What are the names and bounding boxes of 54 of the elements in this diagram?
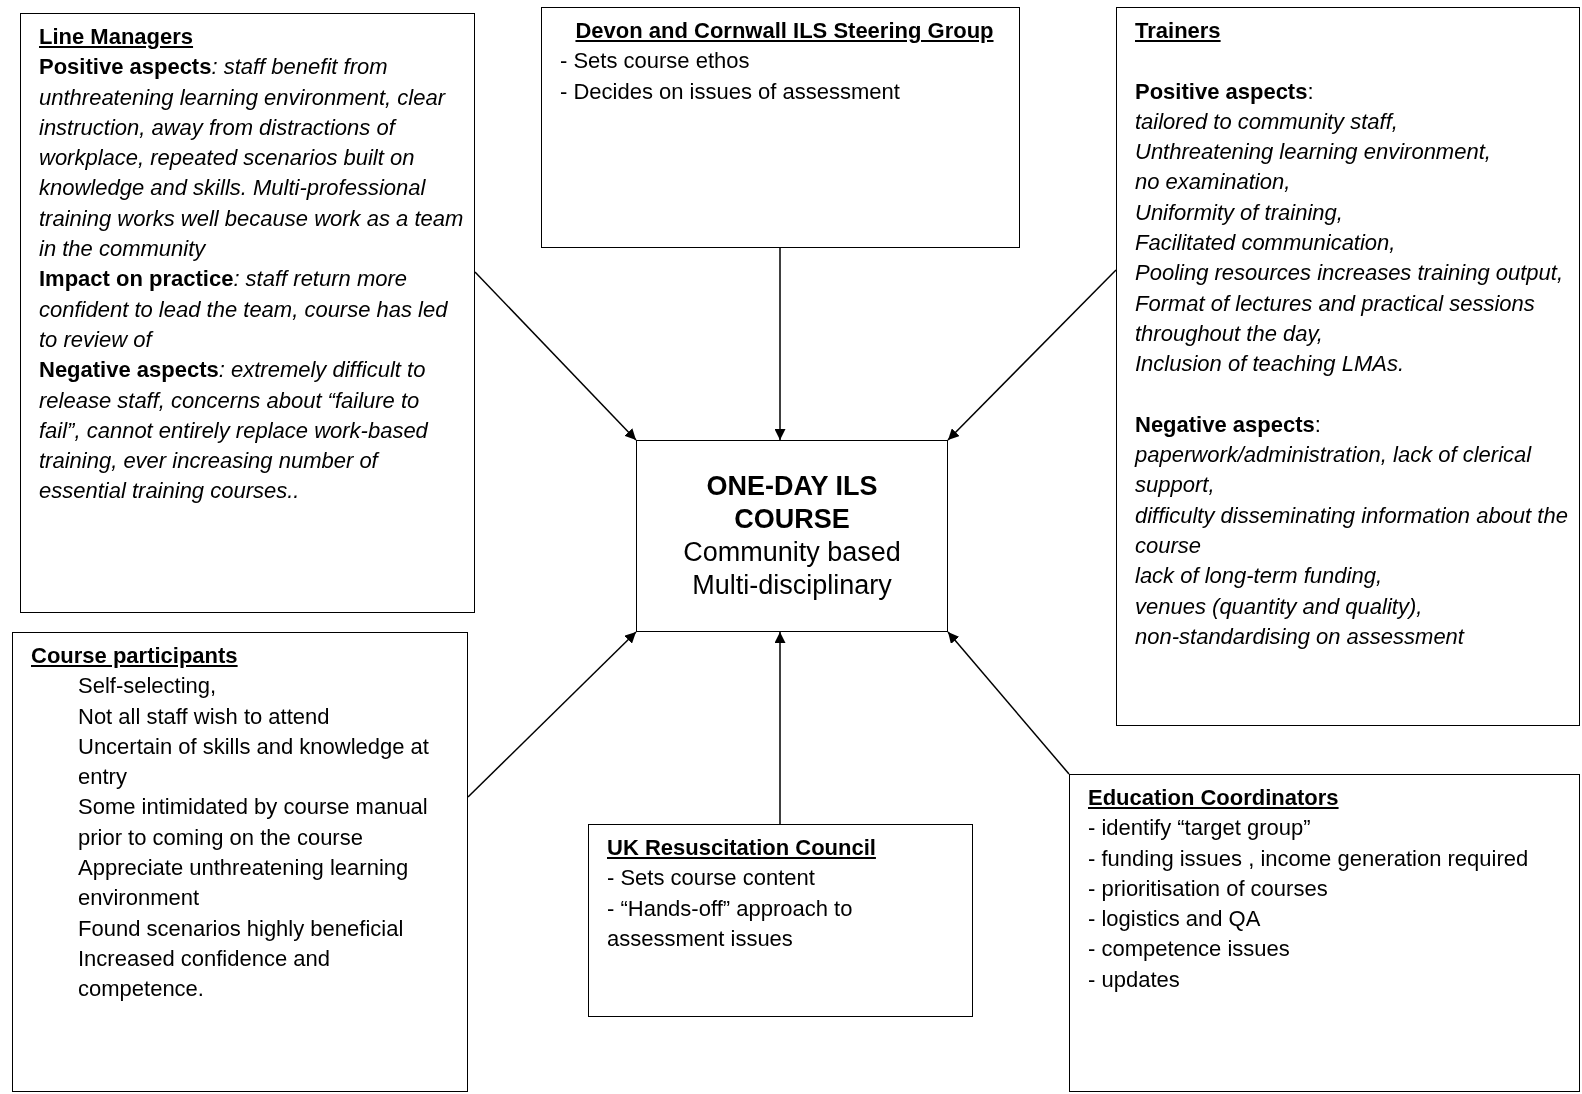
course-title: Community based Multi-disciplinary [682, 536, 902, 602]
course-title: ONE-DAY ILS COURSE [705, 470, 879, 536]
box-heading: Education Coordinators [1088, 784, 1340, 812]
box-text: Some intimidated by course manual prior to coming on the course [77, 793, 429, 852]
box-text: Unthreatening learning environment, [1135, 138, 1492, 167]
arrow [947, 269, 1117, 441]
box-text: - competence issues [1088, 935, 1291, 964]
box-heading: Devon and Cornwall ILS Steering Group [574, 17, 995, 45]
box-text: lack of long-term funding, [1135, 562, 1384, 591]
text-box [636, 440, 948, 632]
arrow [474, 271, 637, 441]
box-heading: UK Resuscitation Council [607, 834, 877, 862]
box-text: - Sets course content [607, 864, 816, 893]
box-text: - “Hands-off” approach to assessment issues [607, 894, 854, 953]
box-text: - funding issues , income generation required [1088, 844, 1530, 873]
box-text: - updates [1088, 965, 1181, 994]
box-text: Negative aspects: [1135, 410, 1322, 439]
box-text: - Sets course ethos [560, 47, 751, 76]
box-text: Format of lectures and practical sessions throughout the day, [1135, 289, 1536, 348]
text-box [588, 824, 973, 1017]
box-text: Increased confidence and competence. [77, 944, 331, 1004]
text-box [1069, 774, 1580, 1092]
box-text: - logistics and QA [1088, 905, 1262, 934]
arrow [774, 247, 786, 441]
text-box [1116, 7, 1580, 726]
box-text: tailored to community staff, [1135, 107, 1399, 136]
box-text: Found scenarios highly beneficial [77, 914, 405, 943]
box-text: Facilitated communication, [1135, 229, 1397, 258]
box-text: Not all staff wish to attend [77, 702, 331, 731]
box-text: Appreciate unthreatening learning environment [77, 854, 410, 913]
arrow [774, 631, 786, 825]
box-text: Impact on practice: staff return more confident to lead the team, course has led to review of [39, 265, 449, 354]
box-heading: Trainers [1135, 17, 1222, 45]
arrow [947, 631, 1070, 775]
box-text: - identify “target group” [1088, 814, 1312, 843]
text-box [12, 632, 468, 1092]
box-text: Uncertain of skills and knowledge at entry [77, 732, 430, 792]
box-text: - prioritisation of courses [1088, 874, 1329, 903]
box-text: Negative aspects: extremely difficult to release staff, concerns about “failure to fail”, cannot entirely replace work-based training, ever increasing number of essential training courses.. [39, 356, 430, 506]
text-box [541, 7, 1020, 248]
arrow [467, 631, 637, 798]
box-text: non-standardising on assessment [1135, 622, 1466, 651]
box-heading: Course participants [31, 642, 239, 670]
box-text: - Decides on issues of assessment [560, 77, 901, 106]
box-text: Inclusion of teaching LMAs. [1135, 350, 1406, 379]
box-text: Pooling resources increases training output, [1135, 259, 1565, 288]
box-text: Positive aspects: staff benefit from unthreatening learning environment, clear instruction, away from distractions of workplace, repeated scenarios built on knowledge and skills. Multi-professional training works well because work as a team in the community [39, 53, 464, 264]
box-text: Positive aspects: [1135, 77, 1315, 106]
text-box [20, 13, 475, 613]
box-text: no examination, [1135, 168, 1292, 197]
box-text: Uniformity of training, [1135, 198, 1344, 227]
box-heading: Line Managers [39, 23, 195, 51]
box-text: venues (quantity and quality), [1135, 592, 1424, 621]
box-text: Self-selecting, [77, 672, 218, 701]
